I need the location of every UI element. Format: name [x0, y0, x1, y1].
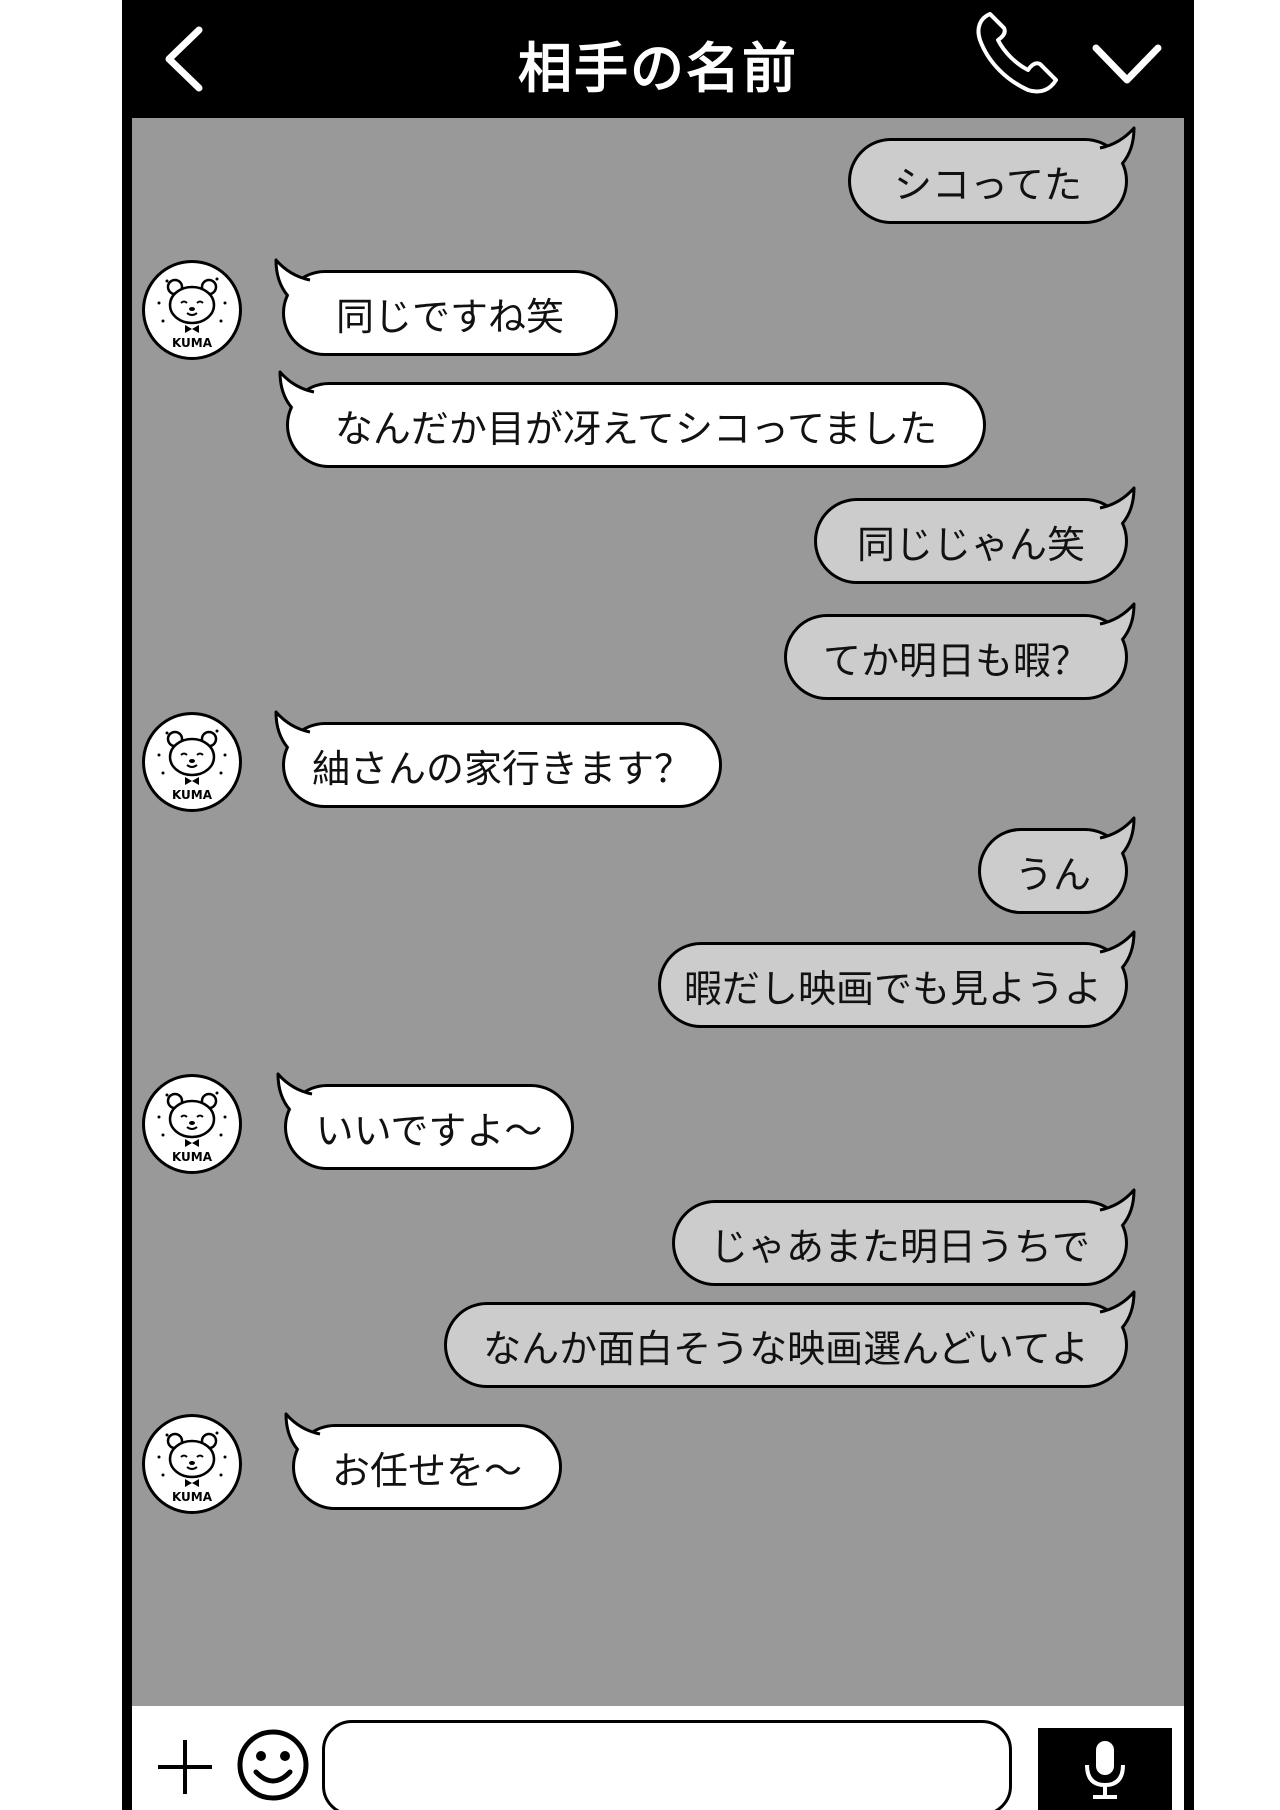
bubble-tail — [276, 1072, 313, 1111]
bear-icon: KUMA — [157, 277, 227, 350]
phone-icon — [976, 12, 1058, 94]
bear-icon: KUMA — [157, 1431, 227, 1504]
chevron-left-icon — [165, 26, 203, 92]
call-button[interactable] — [968, 4, 1064, 100]
bubble-tail — [1099, 816, 1136, 855]
back-button[interactable] — [144, 10, 224, 108]
chat-header: 相手の名前 — [122, 0, 1194, 118]
message-bubble-incoming[interactable]: いいですよ〜 — [284, 1084, 574, 1170]
message-bubble-incoming[interactable]: 紬さんの家行きます？ — [282, 722, 722, 808]
add-button[interactable] — [152, 1734, 218, 1800]
smiley-icon — [237, 1729, 309, 1801]
menu-button[interactable] — [1082, 12, 1172, 102]
bear-icon: KUMA — [157, 1091, 227, 1164]
avatar[interactable]: KUMA — [142, 260, 242, 360]
message-bubble-incoming[interactable]: 同じですね笑 — [282, 270, 618, 356]
bubble-tail — [278, 370, 315, 409]
message-bubble-incoming[interactable]: お任せを〜 — [292, 1424, 562, 1510]
avatar-label: KUMA — [172, 336, 213, 350]
message-bubble-outgoing[interactable]: じゃあまた明日うちで — [672, 1200, 1128, 1286]
input-bar — [132, 1706, 1184, 1810]
bubble-tail — [1099, 1188, 1136, 1227]
message-bubble-outgoing[interactable]: てか明日も暇？ — [784, 614, 1128, 700]
message-bubble-outgoing[interactable]: 同じじゃん笑 — [814, 498, 1128, 584]
bear-icon: KUMA — [157, 729, 227, 802]
bubble-tail — [274, 710, 311, 749]
microphone-button[interactable] — [1038, 1728, 1172, 1810]
message-bubble-outgoing[interactable]: なんか面白そうな映画選んどいてよ — [444, 1302, 1128, 1388]
message-list[interactable]: シコってた KUMA 同じですね笑なんだか目が冴えてシコってました同じじゃん笑てか明… — [132, 118, 1184, 1706]
avatar[interactable]: KUMA — [142, 1074, 242, 1174]
message-bubble-outgoing[interactable]: うん — [978, 828, 1128, 914]
chevron-down-icon — [1092, 44, 1162, 84]
bubble-tail — [1099, 602, 1136, 641]
message-bubble-incoming[interactable]: なんだか目が冴えてシコってました — [286, 382, 986, 468]
emoji-button[interactable] — [236, 1728, 310, 1802]
chat-title: 相手の名前 — [518, 37, 798, 100]
avatar[interactable]: KUMA — [142, 1414, 242, 1514]
bubble-tail — [274, 258, 311, 297]
avatar[interactable]: KUMA — [142, 712, 242, 812]
bubble-tail — [1099, 486, 1136, 525]
bubble-tail — [1099, 126, 1136, 165]
plus-icon — [158, 1740, 212, 1794]
message-bubble-outgoing[interactable]: 暇だし映画でも見ようよ — [658, 942, 1128, 1028]
microphone-icon — [1085, 1741, 1125, 1799]
avatar-label: KUMA — [172, 1150, 213, 1164]
bubble-tail — [1099, 1290, 1136, 1329]
avatar-label: KUMA — [172, 1490, 213, 1504]
avatar-label: KUMA — [172, 788, 213, 802]
message-bubble-outgoing[interactable]: シコってた — [848, 138, 1128, 224]
phone-frame: 相手の名前 シコってた KUMA 同じですね笑なんだか目が冴えてシコってました同じじ… — [122, 0, 1194, 1810]
bubble-tail — [284, 1412, 321, 1451]
bubble-tail — [1099, 930, 1136, 969]
message-input[interactable] — [322, 1720, 1012, 1810]
